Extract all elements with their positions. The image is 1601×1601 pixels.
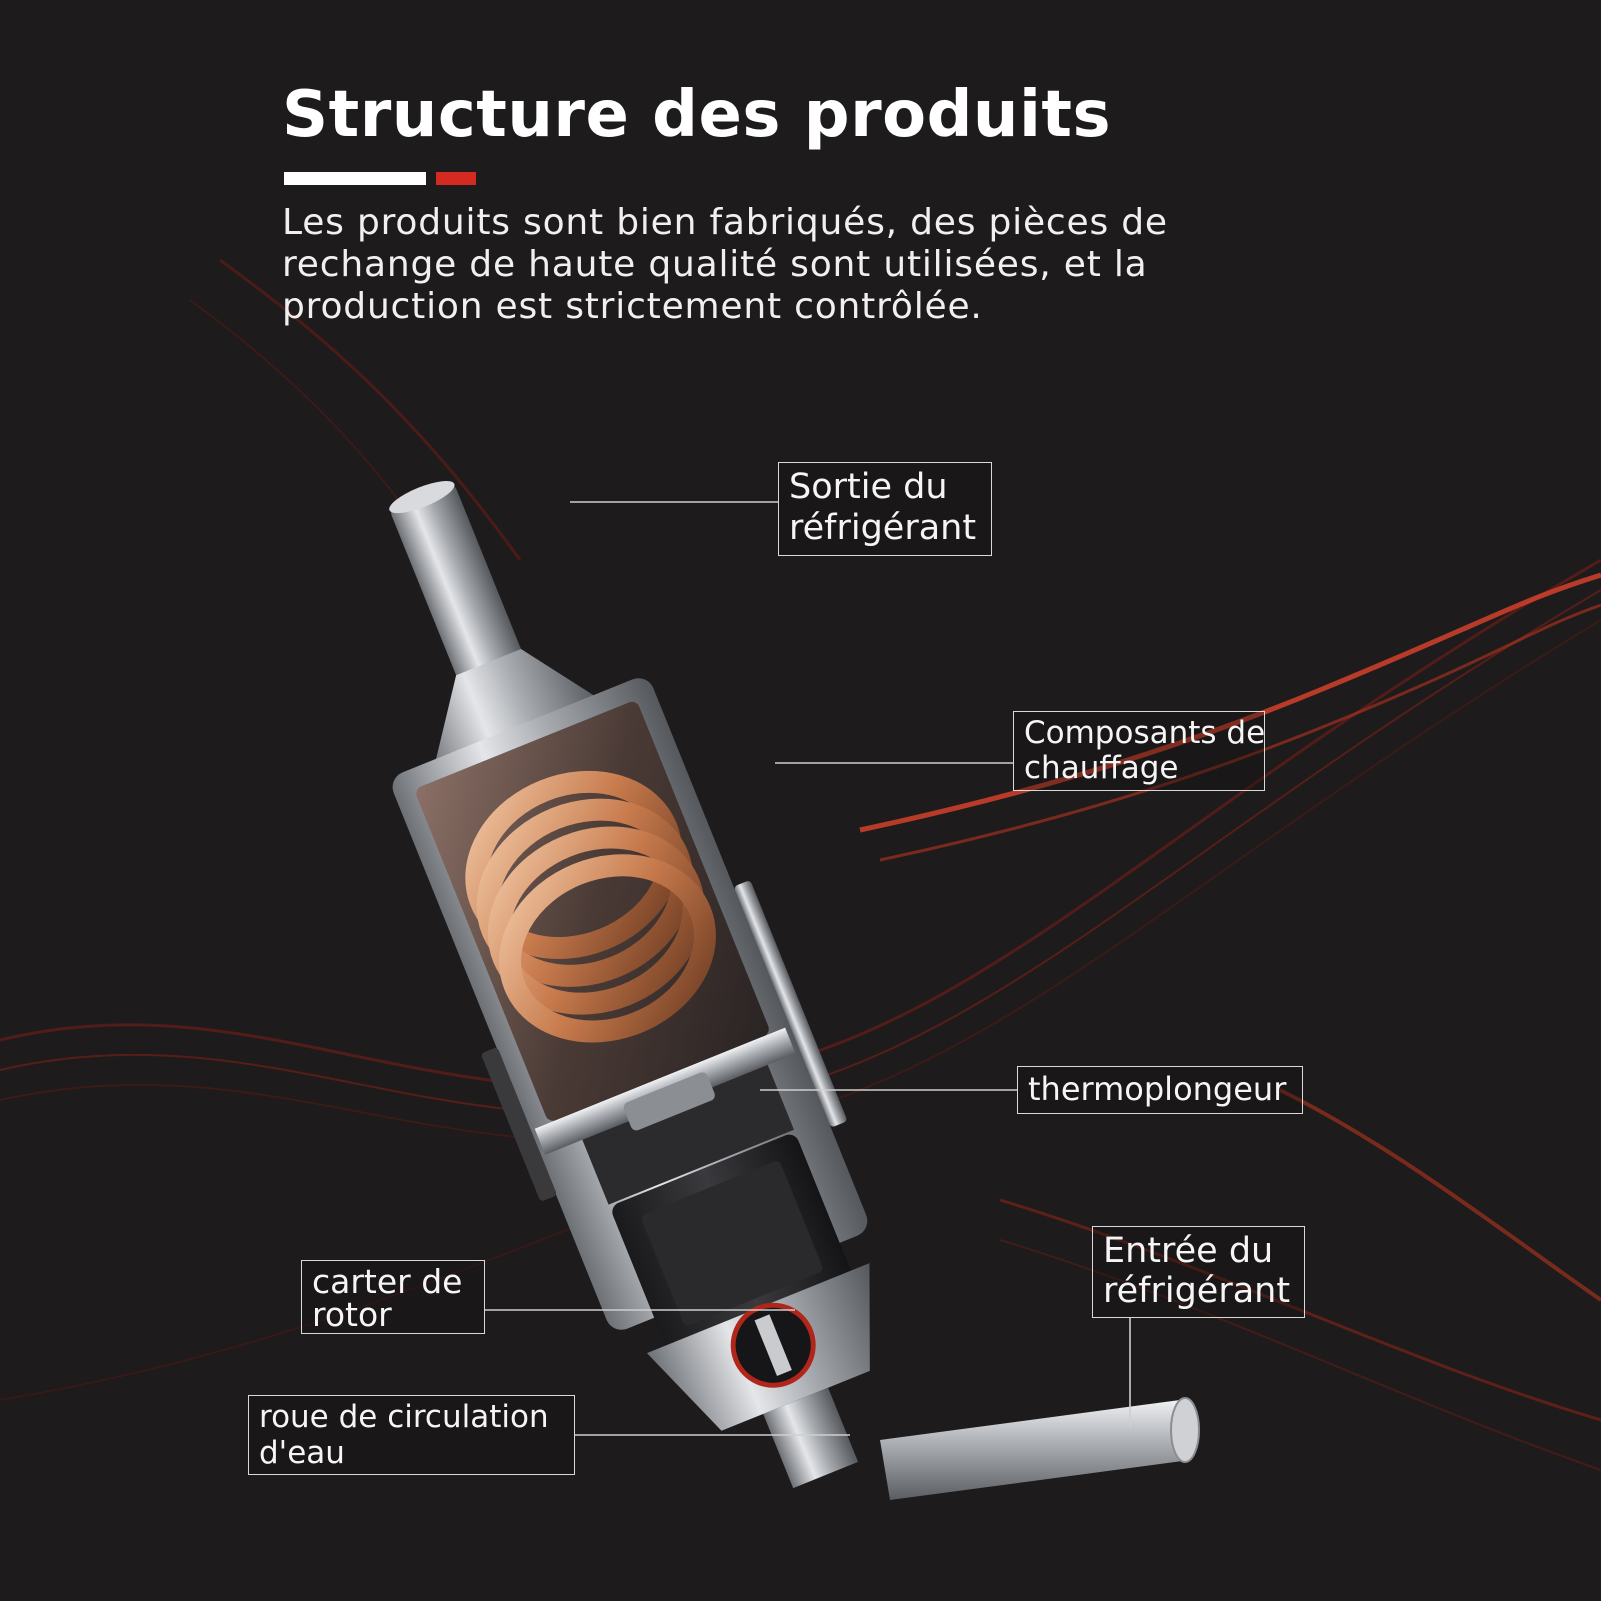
- heater-cutaway-illustration: [389, 480, 870, 1489]
- callout-immersion-heater: thermoplongeur: [1017, 1066, 1303, 1114]
- callout-water-circulation-wheel: roue de circulation d'eau: [248, 1395, 575, 1475]
- callout-rotor-housing: carter de rotor: [301, 1260, 485, 1334]
- page-description: Les produits sont bien fabriqués, des pi…: [282, 202, 1168, 327]
- callout-line: Composants de: [1024, 715, 1266, 751]
- callout-line: carter de: [312, 1262, 463, 1301]
- callout-line: d'eau: [259, 1435, 345, 1471]
- callout-coolant-inlet: Entrée du réfrigérant: [1092, 1226, 1305, 1318]
- leader-lines: [485, 501, 1131, 1436]
- inlet-pipe: [880, 1397, 1200, 1500]
- title-underline-white: [284, 172, 426, 185]
- callout-line: thermoplongeur: [1028, 1070, 1287, 1108]
- title-underline-red: [436, 172, 476, 185]
- callout-heating-components: Composants de chauffage: [1013, 711, 1265, 791]
- callout-line: rotor: [312, 1295, 392, 1334]
- copper-coil: [465, 770, 716, 1110]
- callout-line: chauffage: [1024, 750, 1179, 786]
- callout-coolant-outlet: Sortie du réfrigérant: [778, 462, 992, 556]
- callout-line: réfrigérant: [789, 508, 977, 548]
- callout-line: réfrigérant: [1103, 1271, 1291, 1311]
- callout-line: Entrée du: [1103, 1231, 1274, 1271]
- callout-line: roue de circulation: [259, 1399, 549, 1435]
- callout-line: Sortie du: [789, 467, 948, 507]
- page-title: Structure des produits: [282, 78, 1112, 152]
